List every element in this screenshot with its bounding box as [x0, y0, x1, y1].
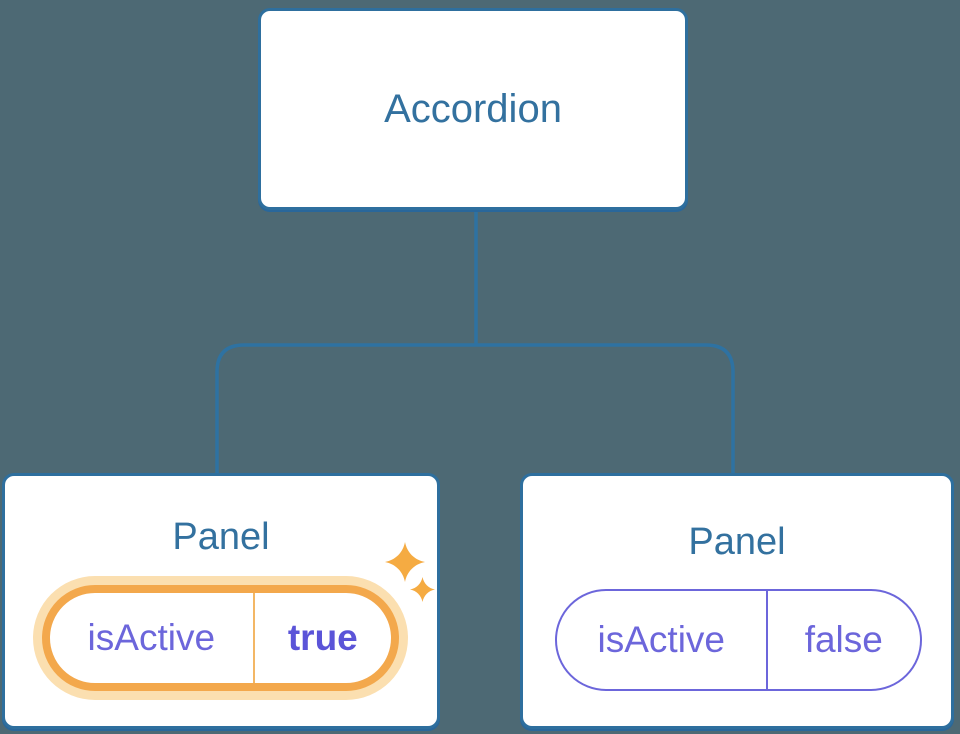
accordion-node-label: Accordion [384, 86, 562, 131]
state-pill-active: isActive true [42, 585, 399, 691]
panel-active-title: Panel [172, 516, 270, 558]
accordion-node: Accordion [258, 8, 688, 210]
state-prop-name-active: isActive [50, 593, 255, 683]
sparkle-icon-small [410, 577, 435, 602]
state-pill-inactive: isActive false [555, 589, 922, 691]
panel-node-active: Panel isActive true [2, 473, 440, 729]
panel-node-inactive: Panel isActive false [520, 473, 954, 729]
state-prop-value-inactive: false [804, 619, 883, 660]
state-prop-name-inactive: isActive [557, 591, 768, 689]
sparkle-icon-large [385, 542, 425, 582]
state-prop-value-active: true [287, 617, 358, 658]
connector-branches [215, 343, 735, 474]
panel-inactive-title: Panel [688, 521, 786, 563]
